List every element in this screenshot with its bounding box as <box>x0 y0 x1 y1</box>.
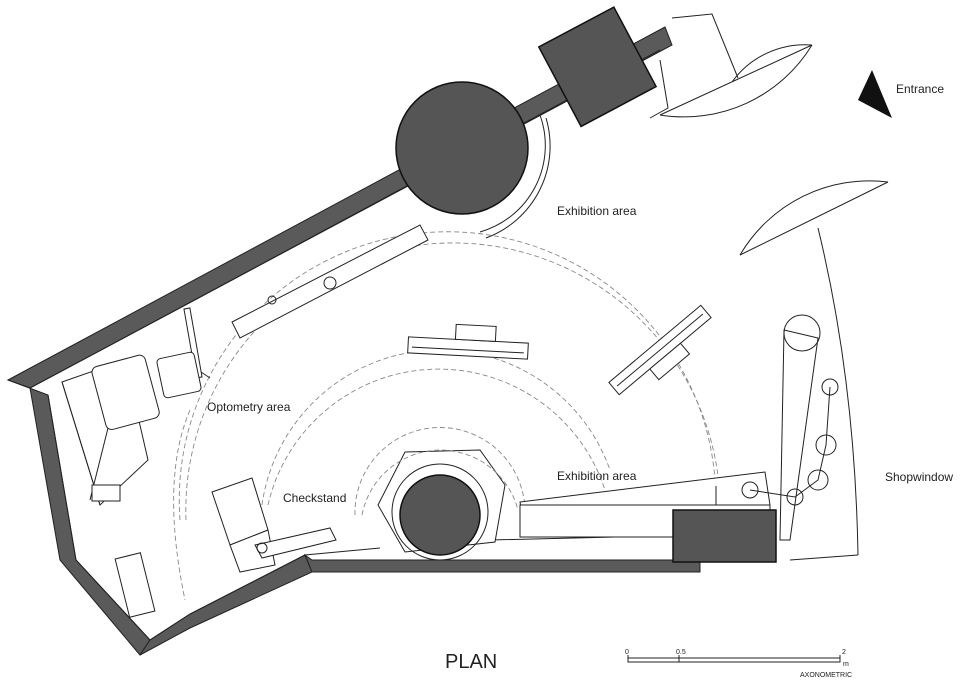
shopwindow-fixtures <box>741 314 839 541</box>
scale-bar: 0 0.5 2 m AXONOMETRIC <box>625 649 852 679</box>
label-entrance: Entrance <box>896 82 944 96</box>
column-top <box>395 81 529 215</box>
display-table-center <box>407 323 529 360</box>
optometry-room <box>61 307 211 618</box>
exhibition-counter <box>519 471 777 563</box>
outer-walls <box>6 26 701 656</box>
label-optometry-area: Optometry area <box>207 400 291 414</box>
scale-tick-0: 0 <box>625 649 629 656</box>
entrance-arrow-icon <box>858 70 892 118</box>
scale-tick-2: 2 <box>842 649 846 656</box>
label-checkstand: Checkstand <box>283 491 346 505</box>
checkstand-desk <box>211 477 337 573</box>
scale-tick-1: 0.5 <box>676 649 686 656</box>
label-exhibition-area-bottom: Exhibition area <box>557 469 637 483</box>
plan-title: PLAN <box>445 651 497 673</box>
entrance-structure <box>537 6 889 561</box>
scale-unit: m <box>843 661 849 668</box>
display-arcs <box>178 231 721 521</box>
display-table-right <box>608 304 712 396</box>
scale-caption: AXONOMETRIC <box>800 672 852 679</box>
wall-counter <box>231 224 429 339</box>
label-shopwindow: Shopwindow <box>885 470 953 484</box>
label-exhibition-area-top: Exhibition area <box>557 204 637 218</box>
center-column <box>377 449 506 561</box>
